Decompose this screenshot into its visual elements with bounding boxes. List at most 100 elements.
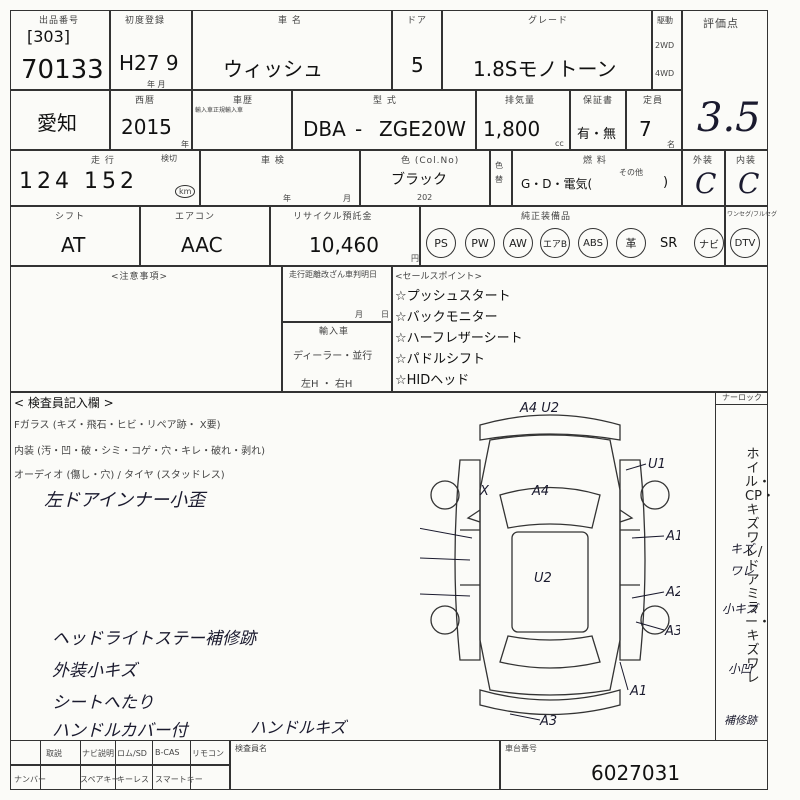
- inspection-label: 車 検: [261, 156, 285, 166]
- checker-label: 検査員名: [235, 744, 267, 753]
- import-cell: 車歴 輸入車正規輸入車: [192, 90, 292, 150]
- dtv-label: ワンセグ/フルセグ: [727, 211, 778, 218]
- change-cell: 走行距離改ざん車判明日 月 日: [282, 266, 392, 322]
- dealer-parallel: ディーラー・並行: [293, 351, 373, 362]
- footer-item-keyless: キーレス: [117, 775, 149, 784]
- rear-bumper: [479, 689, 621, 716]
- fuel-other: その他: [619, 168, 643, 177]
- sales-points-cell: <セールスポイント> ☆プッシュスタート ☆バックモニター ☆ハーフレザーシート…: [392, 266, 768, 392]
- side-top-divider: [715, 404, 768, 405]
- side-mark-4: 小凹: [728, 662, 753, 676]
- model-dash: -: [355, 117, 363, 141]
- color-change-label: 色替: [495, 161, 503, 184]
- footer-item-spare-key: スペアキー: [80, 775, 120, 784]
- score-cell: 評価点 3.5: [682, 10, 768, 150]
- rear-glass: [499, 635, 601, 669]
- venue-code: [303]: [27, 27, 71, 46]
- side-mark-1: キズ: [730, 542, 755, 556]
- inspection-cell: 車 検 年 月: [200, 150, 360, 206]
- first-reg-label: 初度登録: [125, 16, 166, 26]
- fuel-value: G・D・電気(: [521, 177, 593, 191]
- car-name-cell: 車 名 ウィッシュ: [192, 10, 392, 90]
- mileage-value: 124 152: [19, 169, 138, 194]
- lot-label: 出品番号: [39, 16, 80, 26]
- mark-rear-right: A1: [629, 684, 647, 699]
- car-name-value: ウィッシュ: [223, 57, 323, 81]
- year-unit: 年: [181, 140, 189, 149]
- score-value: 3.5: [697, 95, 761, 141]
- wheel-front-left: [430, 480, 460, 510]
- year-value: 2015: [121, 115, 172, 139]
- fuel-close: ): [663, 175, 669, 190]
- color-change-cell: 色替: [490, 150, 512, 206]
- sales-point-3: ☆ハーフレザーシート: [395, 331, 523, 346]
- side-left: [454, 459, 481, 661]
- mileage-label: 走 行: [91, 156, 115, 166]
- footer-item-smart-key: スマートキー: [155, 775, 203, 784]
- equipment-label: 純正装備品: [521, 212, 572, 222]
- cc-unit: cc: [555, 139, 564, 148]
- displacement-value: 1,800: [483, 117, 541, 141]
- footer-item-manual: 取説: [46, 749, 62, 758]
- lot-number: 70133: [21, 55, 104, 85]
- lot-cell: 出品番号 [303] 70133: [10, 10, 110, 90]
- color-label: 色 (Col.No): [401, 156, 460, 166]
- inspection-year-unit: 年: [283, 194, 291, 203]
- exterior-label: 外装: [693, 156, 714, 166]
- caution-label: <注意事項>: [111, 272, 169, 282]
- displacement-cell: 排気量 1,800 cc: [476, 90, 570, 150]
- handle-side: 左H ・ 右H: [301, 379, 353, 390]
- color-value: ブラック: [391, 172, 447, 188]
- side-top-label: ナーロック: [722, 393, 762, 402]
- footer-item-bcas: B-CAS: [155, 748, 180, 757]
- body-outline: [479, 434, 621, 696]
- import-type-label: 輸入車: [319, 327, 350, 337]
- shift-cell: シフト AT: [10, 206, 140, 266]
- change-label: 走行距離改ざん車判明日: [289, 270, 377, 279]
- model-prefix: DBA: [303, 117, 346, 141]
- doors-cell: ドア 5: [392, 10, 442, 90]
- hand-note-headlight: ヘッドライトステー補修跡: [52, 629, 256, 649]
- roof: [511, 531, 589, 633]
- equip-dtv: DTV: [730, 228, 760, 258]
- interior-cell: 内装 C: [725, 150, 768, 206]
- exterior-cell: 外装 C: [682, 150, 725, 206]
- grade-cell: グレード 1.8Sモノトーン: [442, 10, 652, 90]
- equip-abs: ABS: [578, 228, 608, 258]
- drive-2wd: 2WD: [655, 41, 675, 50]
- footer-item-rom: ロム/SD: [117, 749, 147, 758]
- shift-label: シフト: [55, 212, 86, 222]
- side-mark-2: ワレ: [730, 564, 755, 578]
- chassis-number: 6027031: [591, 761, 681, 785]
- shift-value: AT: [61, 233, 86, 257]
- score-label: 評価点: [703, 17, 739, 30]
- footer-item-navi: ナビ説明: [82, 749, 114, 758]
- year-label: 西暦: [135, 96, 156, 106]
- footer-item-remote: リモコン: [192, 749, 224, 758]
- wheel-rear-left: [430, 605, 460, 635]
- grade-value: 1.8Sモノトーン: [473, 57, 617, 81]
- interior-label: 内装: [736, 156, 757, 166]
- yen-unit: 円: [411, 254, 419, 263]
- year-month-unit: 年 月: [147, 80, 166, 89]
- side-mark-5: 補修跡: [724, 714, 757, 727]
- doors-value: 5: [411, 53, 424, 77]
- footer-items-row2: [10, 765, 230, 790]
- sales-label: <セールスポイント>: [395, 272, 483, 282]
- car-name-label: 車 名: [278, 16, 302, 26]
- first-reg-cell: 初度登録 H27 9 年 月: [110, 10, 192, 90]
- hand-note-handle-cover: ハンドルカバー付: [52, 721, 188, 741]
- front-bumper: [479, 414, 621, 441]
- windshield: [499, 486, 601, 529]
- side-column: [715, 392, 768, 740]
- footer-items-row1: [10, 740, 230, 765]
- sales-point-2: ☆バックモニター: [395, 310, 498, 325]
- change-day: 日: [381, 310, 389, 319]
- import-sub: 輸入車正規輸入車: [195, 107, 244, 114]
- color-number: 202: [417, 193, 433, 202]
- fuel-label: 燃 料: [583, 156, 607, 166]
- mark-rear: A3: [539, 714, 557, 729]
- side-right: [619, 459, 646, 661]
- change-month: 月: [355, 310, 363, 319]
- warranty-value: 有・無: [577, 127, 617, 142]
